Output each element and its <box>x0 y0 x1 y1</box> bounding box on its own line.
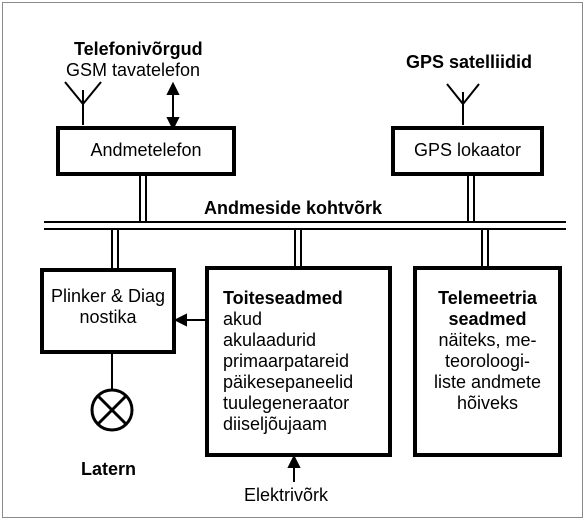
link-bus-flasher <box>111 229 119 270</box>
telemetry-line: liste andmete <box>433 372 542 392</box>
flasher-diagnostics-box: Plinker & Diag nostika <box>40 268 176 354</box>
phone-networks-title: Telefonivõrgud <box>74 39 203 59</box>
antenna-icon-right <box>446 83 480 125</box>
power-item: akud <box>223 309 263 329</box>
power-devices-box: Toiteseadmed akud akulaadurid primaarpat… <box>205 266 392 457</box>
gps-label: GPS lokaator <box>413 140 522 160</box>
power-item: akulaadurid <box>223 330 317 350</box>
power-item: tuulegeneraator <box>223 393 350 413</box>
power-title: Toiteseadmed <box>223 288 343 308</box>
telemetry-line: teoroloogi- <box>444 351 531 371</box>
power-item: päikesepaneelid <box>223 372 354 392</box>
link-bus-telemetry <box>481 229 489 268</box>
arrow-grid-to-power <box>287 454 301 482</box>
lantern-icon <box>90 388 134 432</box>
antenna-icon-left <box>64 81 102 125</box>
power-item: primaarpatareid <box>223 351 350 371</box>
telemetry-devices-box: Telemeetria seadmed näiteks, me- teorolo… <box>413 266 562 457</box>
bidirectional-arrow <box>166 81 180 131</box>
modem-label: Andmetelefon <box>90 140 202 160</box>
flasher-label-line2: nostika <box>79 307 137 327</box>
modem-box: Andmetelefon <box>56 126 236 176</box>
gps-box: GPS lokaator <box>391 126 544 176</box>
bus-label: Andmeside kohtvõrk <box>204 198 383 218</box>
gps-satellites-title: GPS satelliidid <box>406 52 533 72</box>
telemetry-title-line2: seadmed <box>448 309 527 329</box>
link-gps-bus <box>467 174 475 222</box>
link-modem-bus <box>139 174 147 222</box>
telemetry-title-line1: Telemeetria <box>438 288 537 308</box>
gsm-phone-label: GSM tavatelefon <box>66 60 201 80</box>
link-bus-power <box>294 229 302 268</box>
flasher-label-line1: Plinker & Diag <box>50 286 166 306</box>
arrow-power-to-flasher <box>173 313 205 327</box>
mains-grid-label: Elektrivõrk <box>244 485 329 505</box>
lantern-label: Latern <box>81 459 137 479</box>
power-item: diiseljõujaam <box>223 414 328 434</box>
telemetry-line: hõiveks <box>456 393 519 413</box>
telemetry-line: näiteks, me- <box>438 330 537 350</box>
